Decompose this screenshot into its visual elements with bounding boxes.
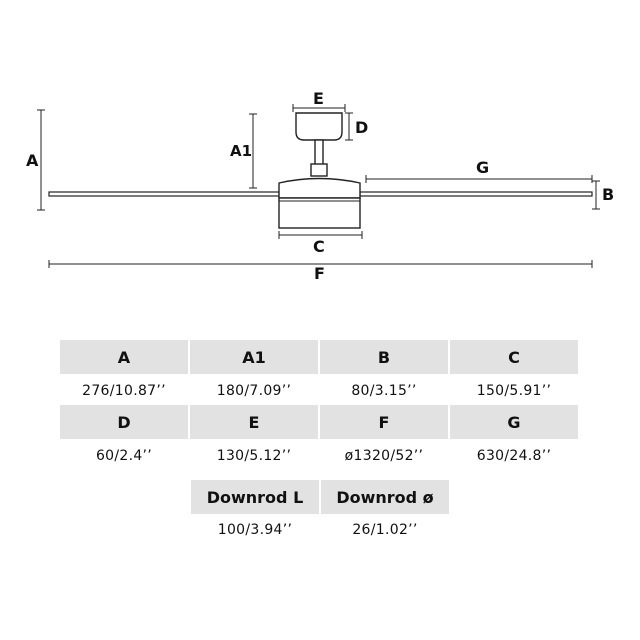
spec-value-a: 276/10.87’’	[82, 383, 166, 399]
spec-value-c: 150/5.91’’	[476, 383, 552, 399]
label-b: B	[602, 185, 614, 204]
label-g: G	[476, 158, 489, 177]
label-d: D	[355, 118, 368, 137]
spec-value-e: 130/5.12’’	[216, 448, 292, 464]
spec-value-b: 80/3.15’’	[351, 383, 417, 399]
dimension-a1: A1	[230, 113, 257, 189]
spec-header-c: C	[450, 340, 578, 374]
spec-header-a1: A1	[190, 340, 318, 374]
spec-header-downrod-diameter: Downrod ø	[321, 480, 449, 514]
dimension-f: F	[48, 260, 593, 283]
ceiling-canopy	[295, 112, 343, 141]
motor-housing-top	[278, 177, 361, 199]
spec-header-b: B	[320, 340, 448, 374]
spec-value-downrod-length: 100/3.94’’	[217, 522, 293, 538]
spec-header-g: G	[450, 405, 578, 439]
dimension-d: D	[345, 112, 368, 141]
dimension-g: G	[365, 158, 593, 183]
label-a1: A1	[230, 142, 252, 160]
spec-value-d: 60/2.4’’	[95, 448, 153, 464]
label-f: F	[314, 264, 325, 283]
label-c: C	[313, 237, 325, 256]
spec-value-a1: 180/7.09’’	[216, 383, 292, 399]
light-kit	[278, 197, 361, 229]
left-blade	[48, 191, 280, 197]
dimension-a: A	[26, 109, 45, 211]
right-blade	[359, 191, 593, 197]
dimension-c: C	[278, 231, 363, 256]
spec-value-g: 630/24.8’’	[476, 448, 552, 464]
spec-header-d: D	[60, 405, 188, 439]
spec-value-downrod-diameter: 26/1.02’’	[352, 522, 418, 538]
spec-header-downrod-length: Downrod L	[191, 480, 319, 514]
dimension-b: B	[592, 180, 614, 210]
spec-header-f: F	[320, 405, 448, 439]
label-a: A	[26, 151, 39, 170]
fan-dimension-diagram: A A1 E D G B	[26, 89, 614, 283]
spec-value-f: ø1320/52’’	[344, 448, 424, 464]
label-e: E	[313, 89, 324, 108]
dimension-e: E	[292, 89, 346, 112]
spec-header-e: E	[190, 405, 318, 439]
downrod	[314, 139, 324, 167]
spec-header-a: A	[60, 340, 188, 374]
downrod-collar	[310, 163, 328, 177]
